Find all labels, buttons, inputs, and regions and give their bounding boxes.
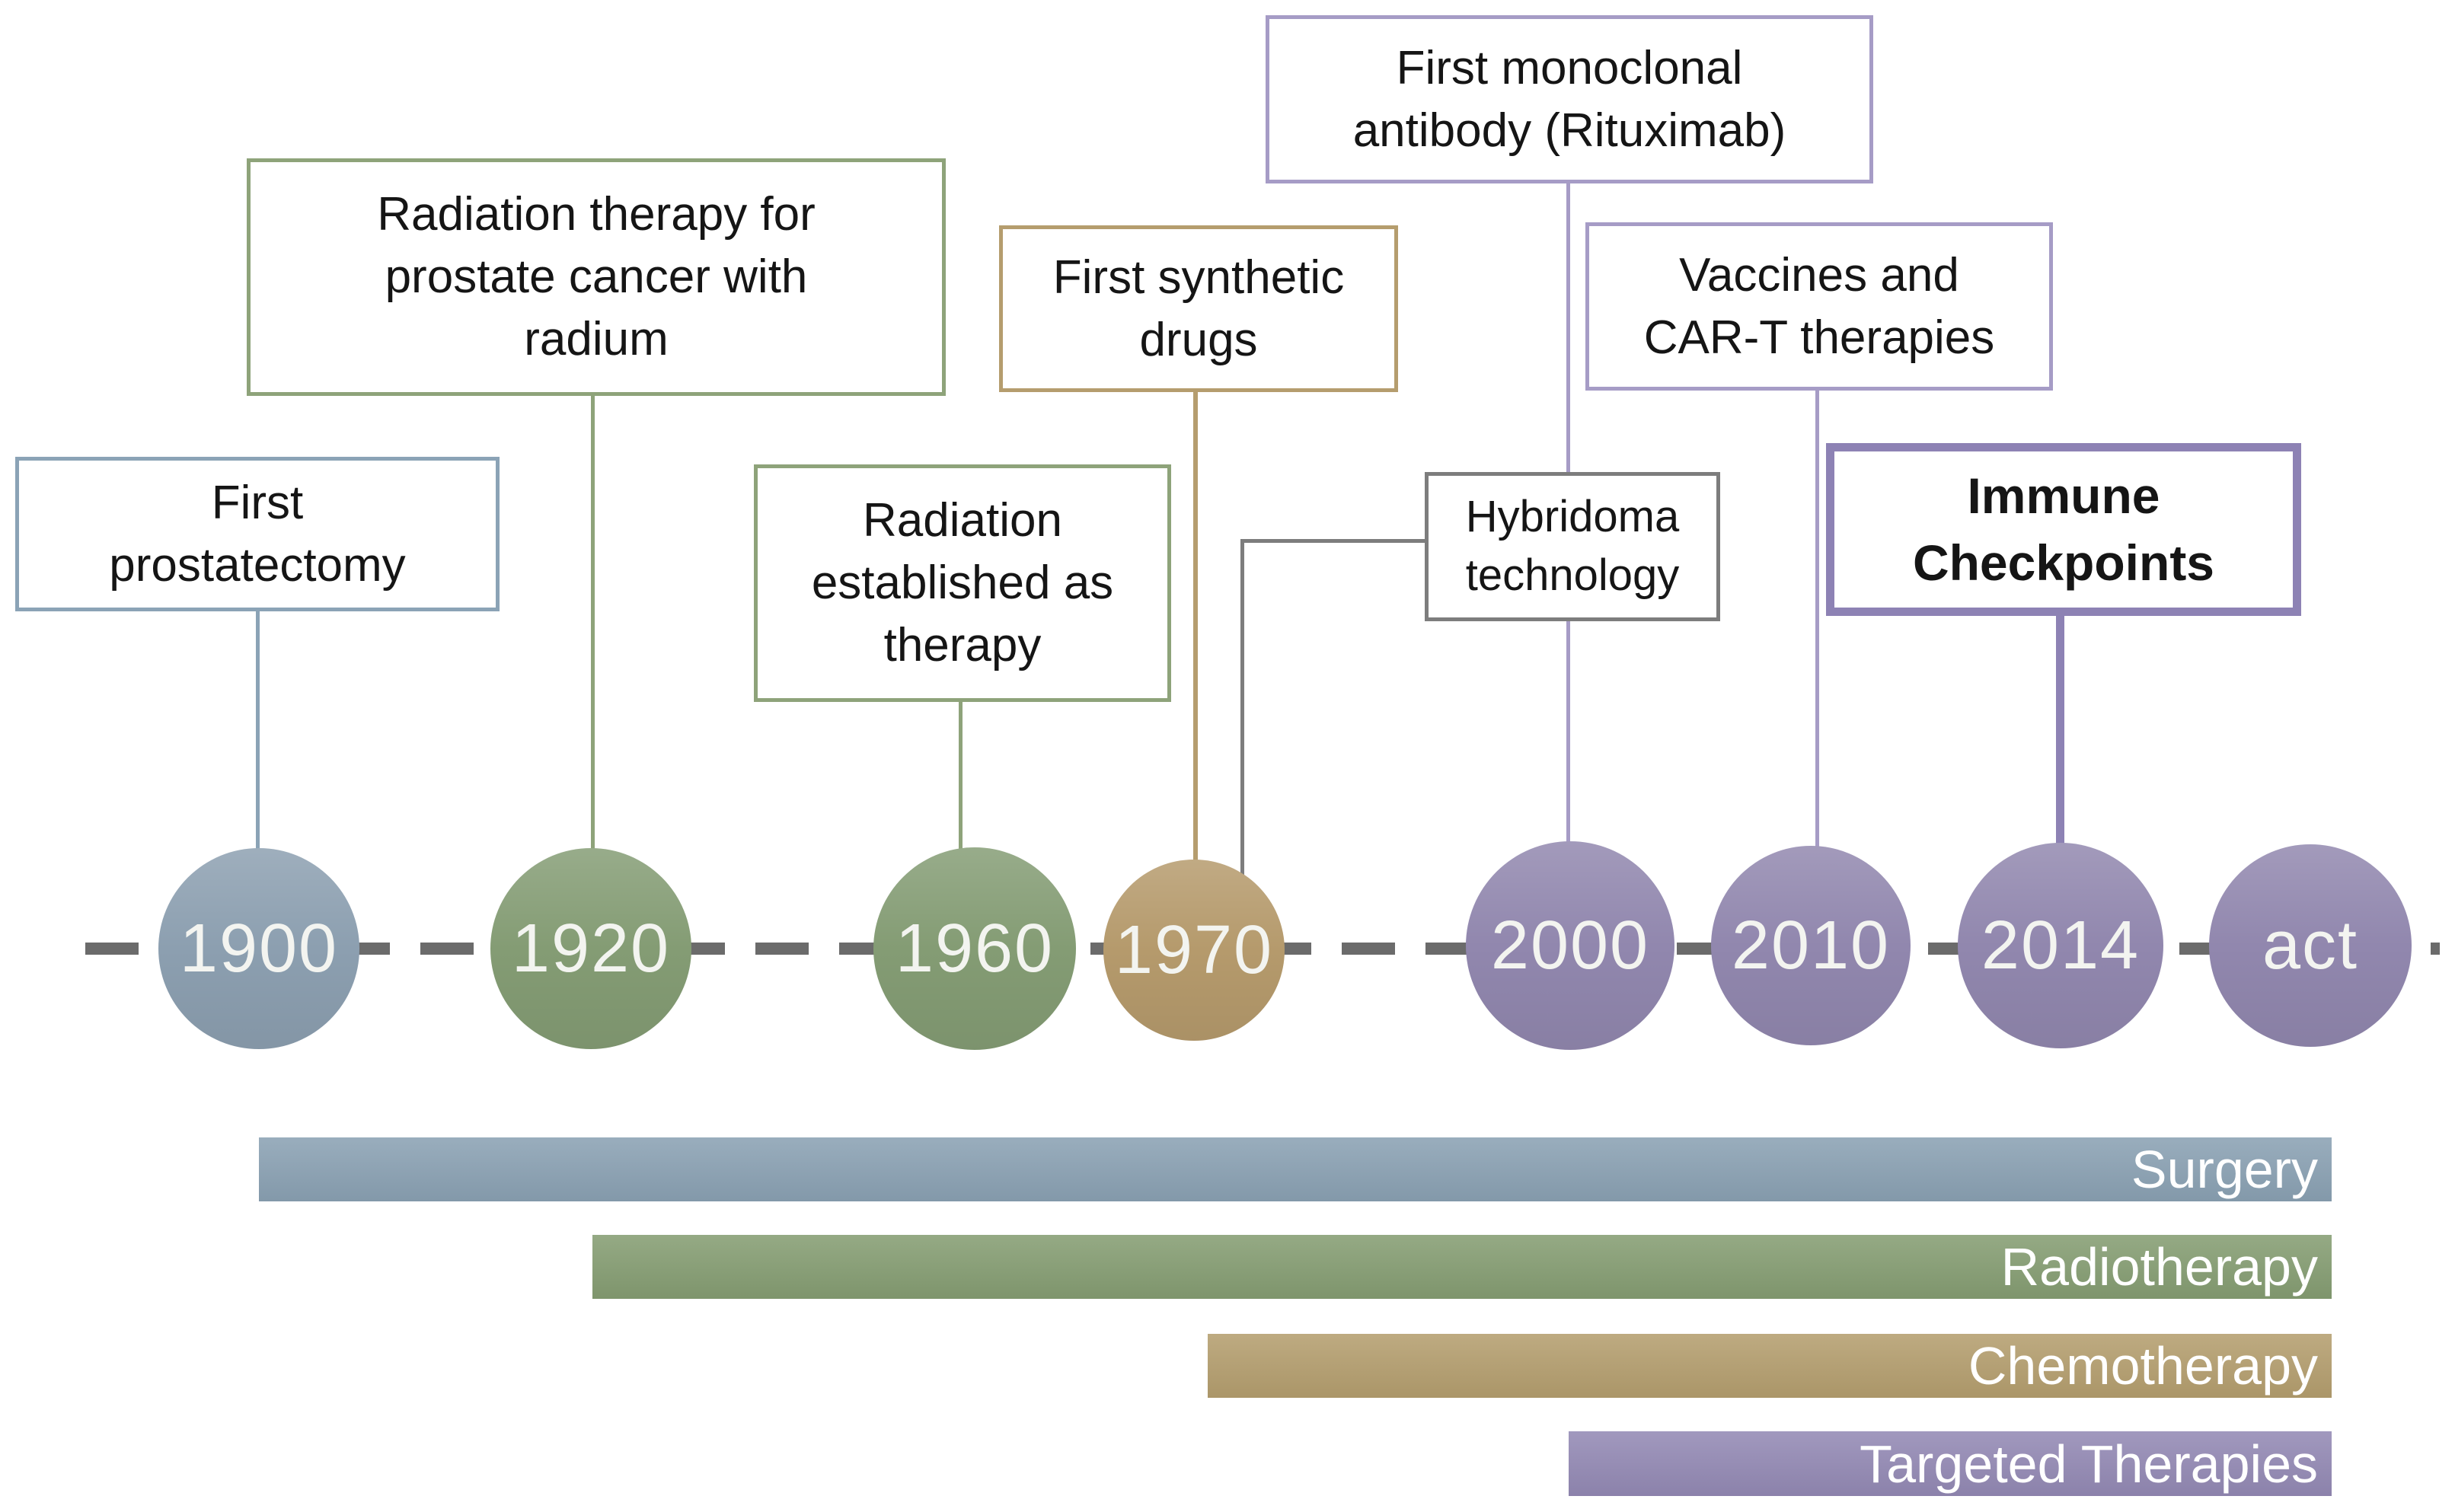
connector-immune-checkpoints	[2056, 616, 2064, 846]
event-box-text-line: therapy	[883, 618, 1042, 671]
timeline-node-1960: 1960	[873, 847, 1076, 1050]
timeline-node-label: 2000	[1490, 907, 1650, 984]
event-box-text-line: Radiation	[863, 494, 1062, 547]
timeline-node-1900: 1900	[158, 848, 359, 1049]
era-bar-chemotherapy: Chemotherapy	[1208, 1334, 2332, 1398]
timeline-node-2000: 2000	[1466, 841, 1674, 1050]
timeline-node-label: 1900	[179, 910, 339, 987]
event-box-vaccines-cart: Vaccines and CAR-T therapies	[1585, 222, 2053, 391]
event-box-first-monoclonal-antibody: First monoclonal antibody (Rituximab)	[1266, 15, 1873, 183]
event-box-text-line: Hybridoma	[1465, 492, 1680, 542]
event-box-text-line: Immune	[1967, 467, 2160, 525]
event-box-text-line: prostate cancer with	[385, 250, 808, 304]
event-box-text-line: established as	[811, 557, 1114, 610]
event-box-text-line: Checkpoints	[1912, 534, 2215, 591]
timeline-node-label: 2010	[1731, 907, 1891, 984]
event-box-text-line: Vaccines and	[1679, 248, 1959, 301]
timeline-node-label: 2014	[1981, 907, 2141, 984]
event-box-text-line: CAR-T therapies	[1643, 311, 1995, 364]
event-box-text-line: Radiation therapy for	[377, 188, 816, 241]
era-bar-targeted-therapies: Targeted Therapies	[1569, 1431, 2332, 1496]
timeline-node-2014: 2014	[1958, 843, 2163, 1048]
timeline-node-2010: 2010	[1711, 846, 1911, 1045]
event-box-radiation-radium: Radiation therapy for prostate cancer wi…	[247, 158, 946, 396]
connector-radiation-established	[959, 702, 963, 851]
event-box-hybridoma-technology: Hybridoma technology	[1425, 472, 1720, 621]
event-box-text-line: First synthetic	[1052, 250, 1345, 304]
timeline-node-label: 1920	[511, 910, 671, 987]
era-bar-label: Surgery	[2131, 1140, 2318, 1199]
timeline-node-label: act	[2262, 907, 2359, 984]
event-box-first-synthetic-drugs: First synthetic drugs	[999, 225, 1398, 392]
era-bar-label: Chemotherapy	[1968, 1336, 2318, 1396]
connector-first-synthetic-drugs	[1193, 392, 1198, 864]
era-bar-label: Targeted Therapies	[1860, 1434, 2318, 1494]
event-box-first-prostatectomy: First prostatectomy	[15, 457, 500, 611]
timeline-node-label: 1960	[895, 910, 1055, 987]
event-box-text-line: First monoclonal	[1396, 41, 1743, 94]
connector-hybridoma-vertical	[1240, 539, 1244, 879]
timeline-node-act: act	[2209, 844, 2412, 1047]
connector-first-prostatectomy	[256, 611, 260, 851]
era-bar-radiotherapy: Radiotherapy	[592, 1235, 2332, 1299]
connector-vaccines-cart	[1815, 391, 1819, 849]
event-box-text-line: drugs	[1139, 313, 1258, 366]
connector-hybridoma-horizontal	[1240, 539, 1425, 543]
event-box-text-line: radium	[524, 312, 669, 365]
event-box-text-line: technology	[1465, 550, 1680, 600]
event-box-radiation-established: Radiation established as therapy	[754, 464, 1171, 702]
era-bar-label: Radiotherapy	[2000, 1237, 2318, 1297]
event-box-text-line: antibody (Rituximab)	[1352, 104, 1786, 157]
connector-radiation-radium	[591, 396, 595, 851]
timeline-node-1920: 1920	[490, 848, 691, 1049]
event-box-text-line: First	[211, 476, 304, 529]
event-box-text-line: prostatectomy	[109, 538, 406, 592]
era-bar-surgery: Surgery	[259, 1137, 2332, 1201]
timeline-node-label: 1970	[1114, 911, 1274, 988]
event-box-immune-checkpoints: Immune Checkpoints	[1826, 443, 2301, 616]
timeline-node-1970: 1970	[1103, 860, 1285, 1041]
